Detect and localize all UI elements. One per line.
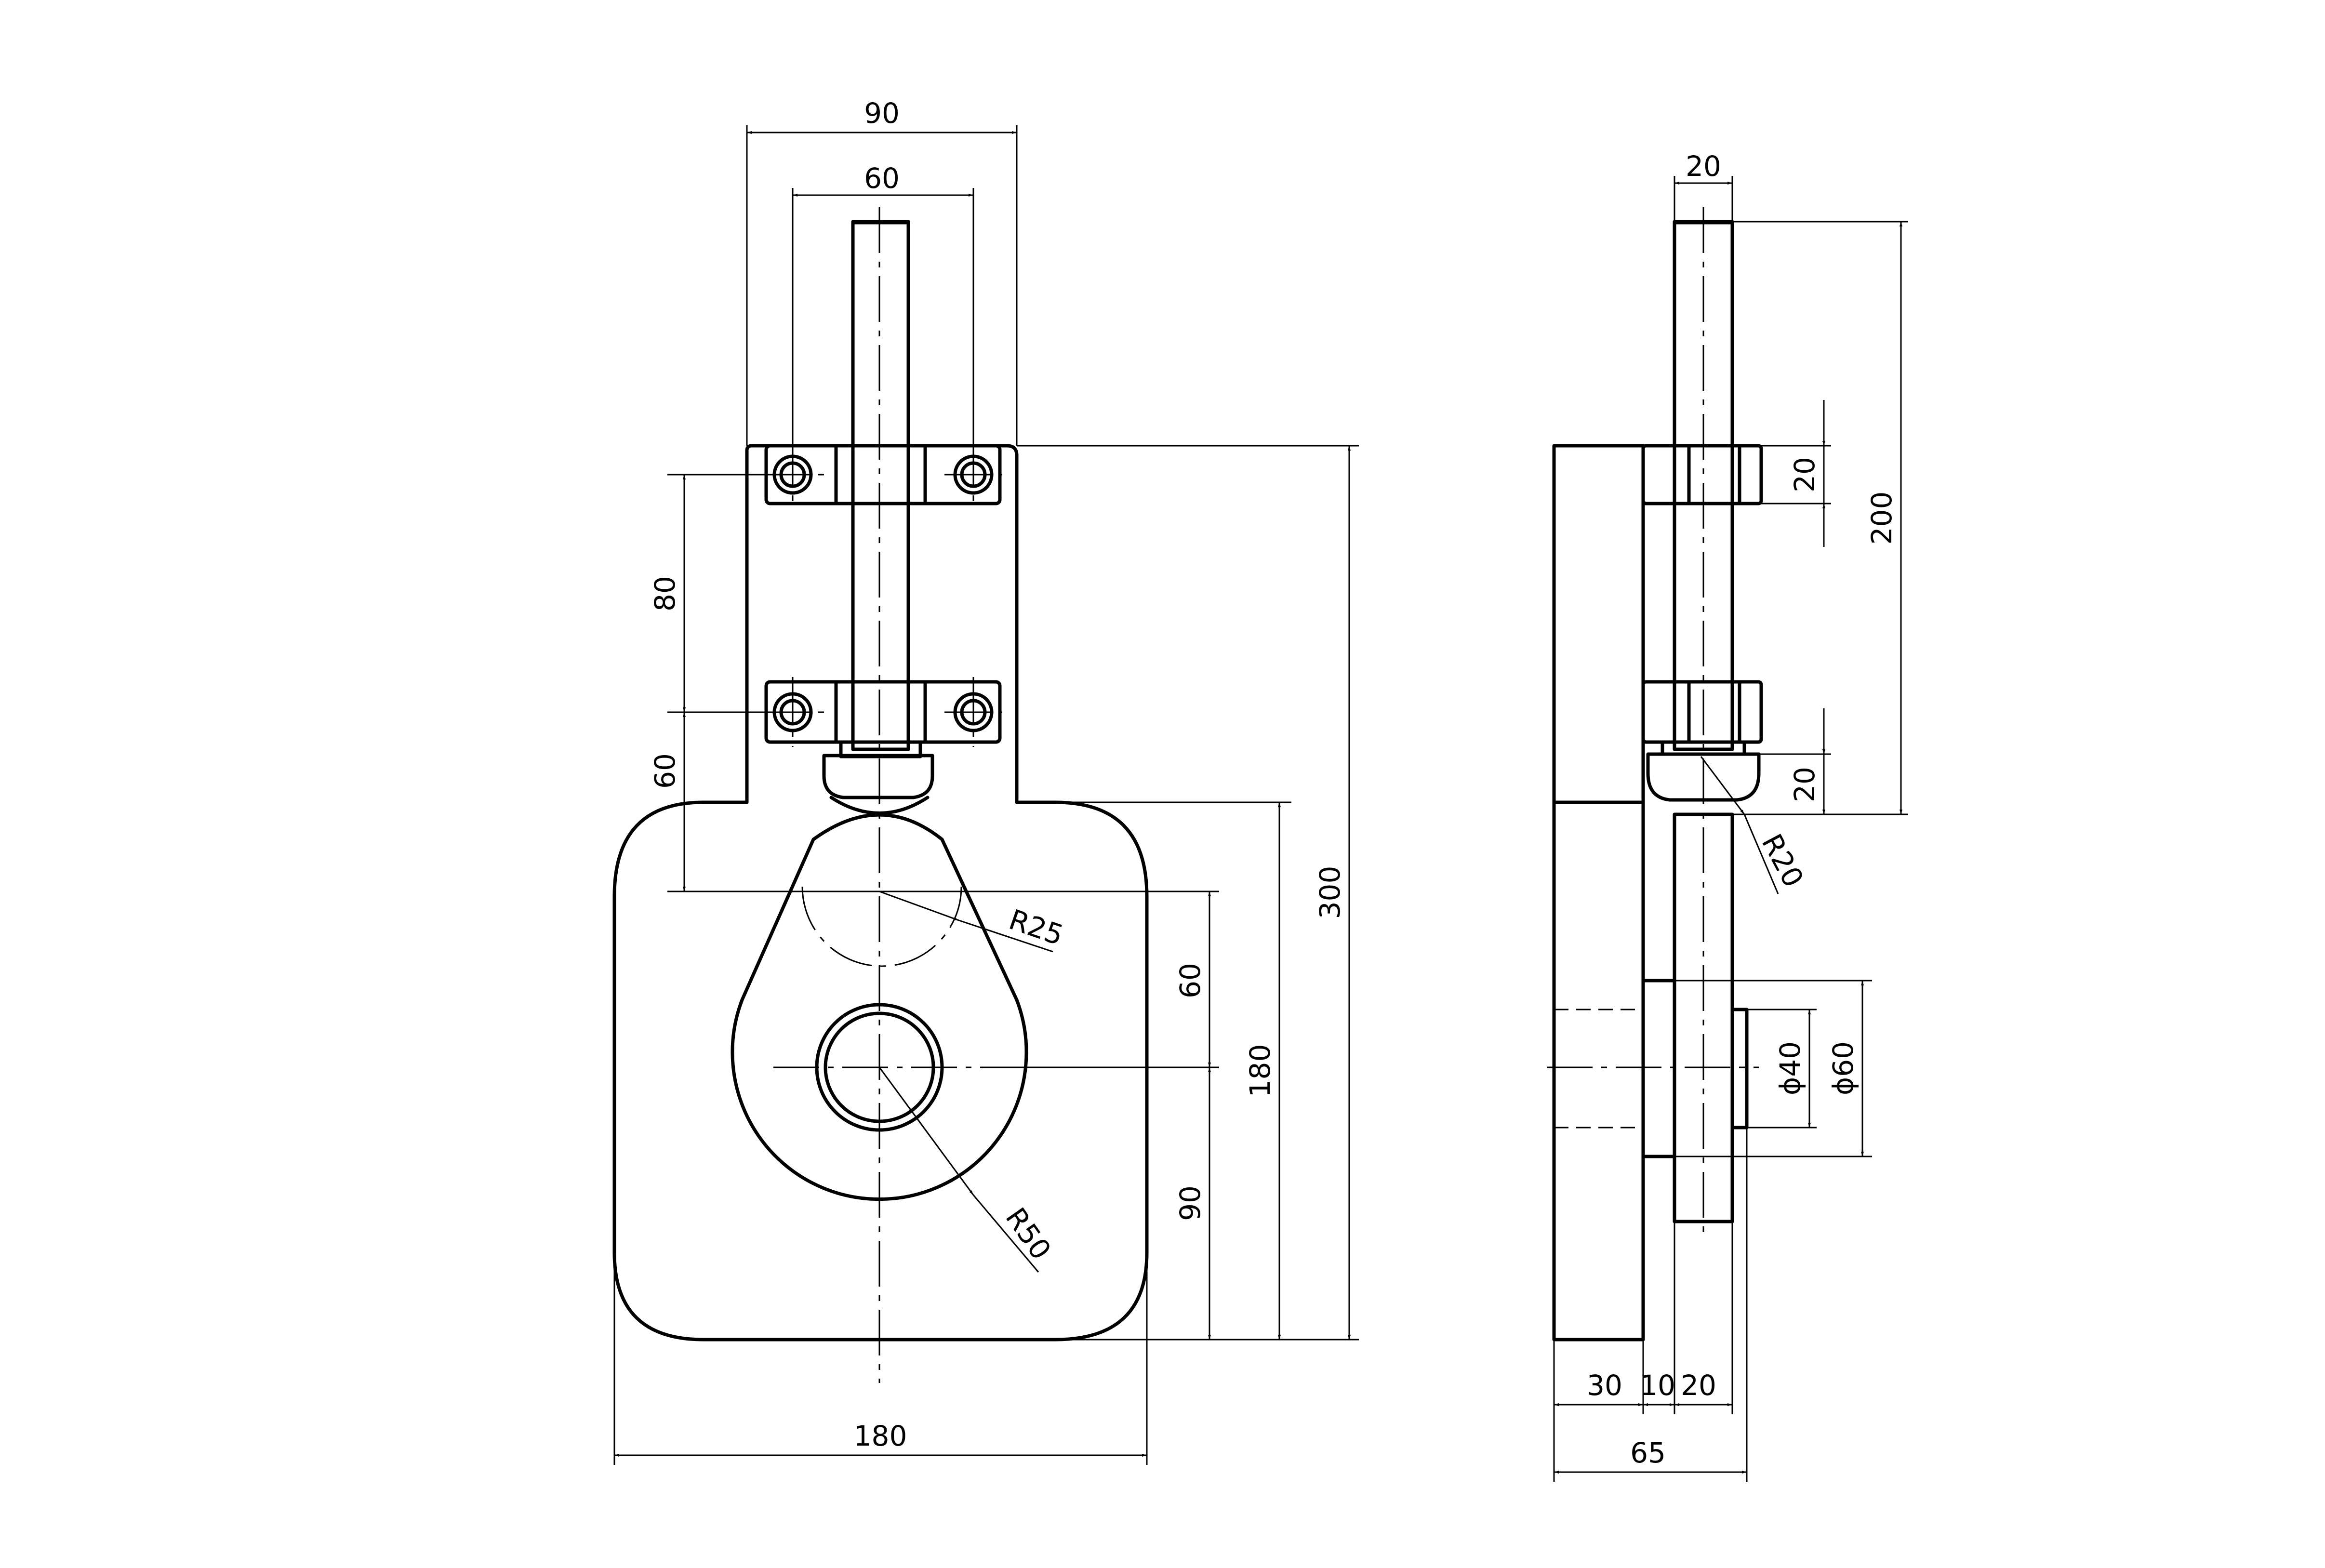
front-view: 90 60 80 60 R25 60 90 180 300 R50 180 [612, 97, 1359, 1465]
side-hub [1641, 979, 1676, 1158]
dim-text-10: 10 [1640, 1369, 1675, 1402]
dim-text-d40: ϕ40 [1774, 1041, 1807, 1095]
dim-text-65: 65 [1630, 1436, 1666, 1469]
dim-text-180-right: 180 [1244, 1044, 1276, 1098]
dim-text-20-bottom: 20 [1681, 1369, 1716, 1402]
front-shaft [851, 220, 910, 751]
leader-r25-tail [958, 919, 1053, 953]
leader-r50 [878, 1067, 974, 1196]
side-lower-clamp [1641, 680, 1763, 744]
leader-r20 [1700, 756, 1745, 815]
side-view: 20 200 20 20 R20 ϕ40 ϕ60 30 10 20 65 [1547, 150, 1908, 1482]
follower-roller [822, 740, 934, 815]
side-hub-flange [1730, 1008, 1749, 1129]
side-base-plate [1552, 444, 1645, 1342]
dim-text-r50: R50 [999, 1202, 1058, 1265]
side-roller [1646, 740, 1761, 802]
dim-text-20-upper: 20 [1788, 457, 1821, 492]
dim-text-60-top: 60 [864, 162, 900, 195]
cam-hidden-circle [801, 886, 962, 967]
dim-text-60-left: 60 [649, 753, 681, 789]
side-upper-clamp [1641, 444, 1763, 505]
dim-text-300: 300 [1314, 866, 1346, 919]
leader-r20-tail [1743, 814, 1779, 894]
dim-text-30: 30 [1587, 1369, 1622, 1402]
dim-text-90-right: 90 [1174, 1185, 1207, 1221]
dim-text-r25: R25 [1005, 903, 1067, 952]
dim-text-60-right: 60 [1174, 963, 1207, 998]
dim-text-200: 200 [1865, 492, 1898, 545]
dim-text-20-top: 20 [1686, 150, 1721, 183]
dim-text-180-bottom: 180 [854, 1420, 907, 1452]
cam-profile [731, 813, 1028, 1201]
dim-text-d60: ϕ60 [1827, 1041, 1860, 1095]
dim-text-20-lower: 20 [1788, 767, 1821, 802]
dim-text-80: 80 [649, 576, 681, 611]
leader-r25 [879, 890, 959, 921]
dim-text-90-top: 90 [864, 97, 900, 130]
leader-r50-tail [972, 1195, 1039, 1273]
